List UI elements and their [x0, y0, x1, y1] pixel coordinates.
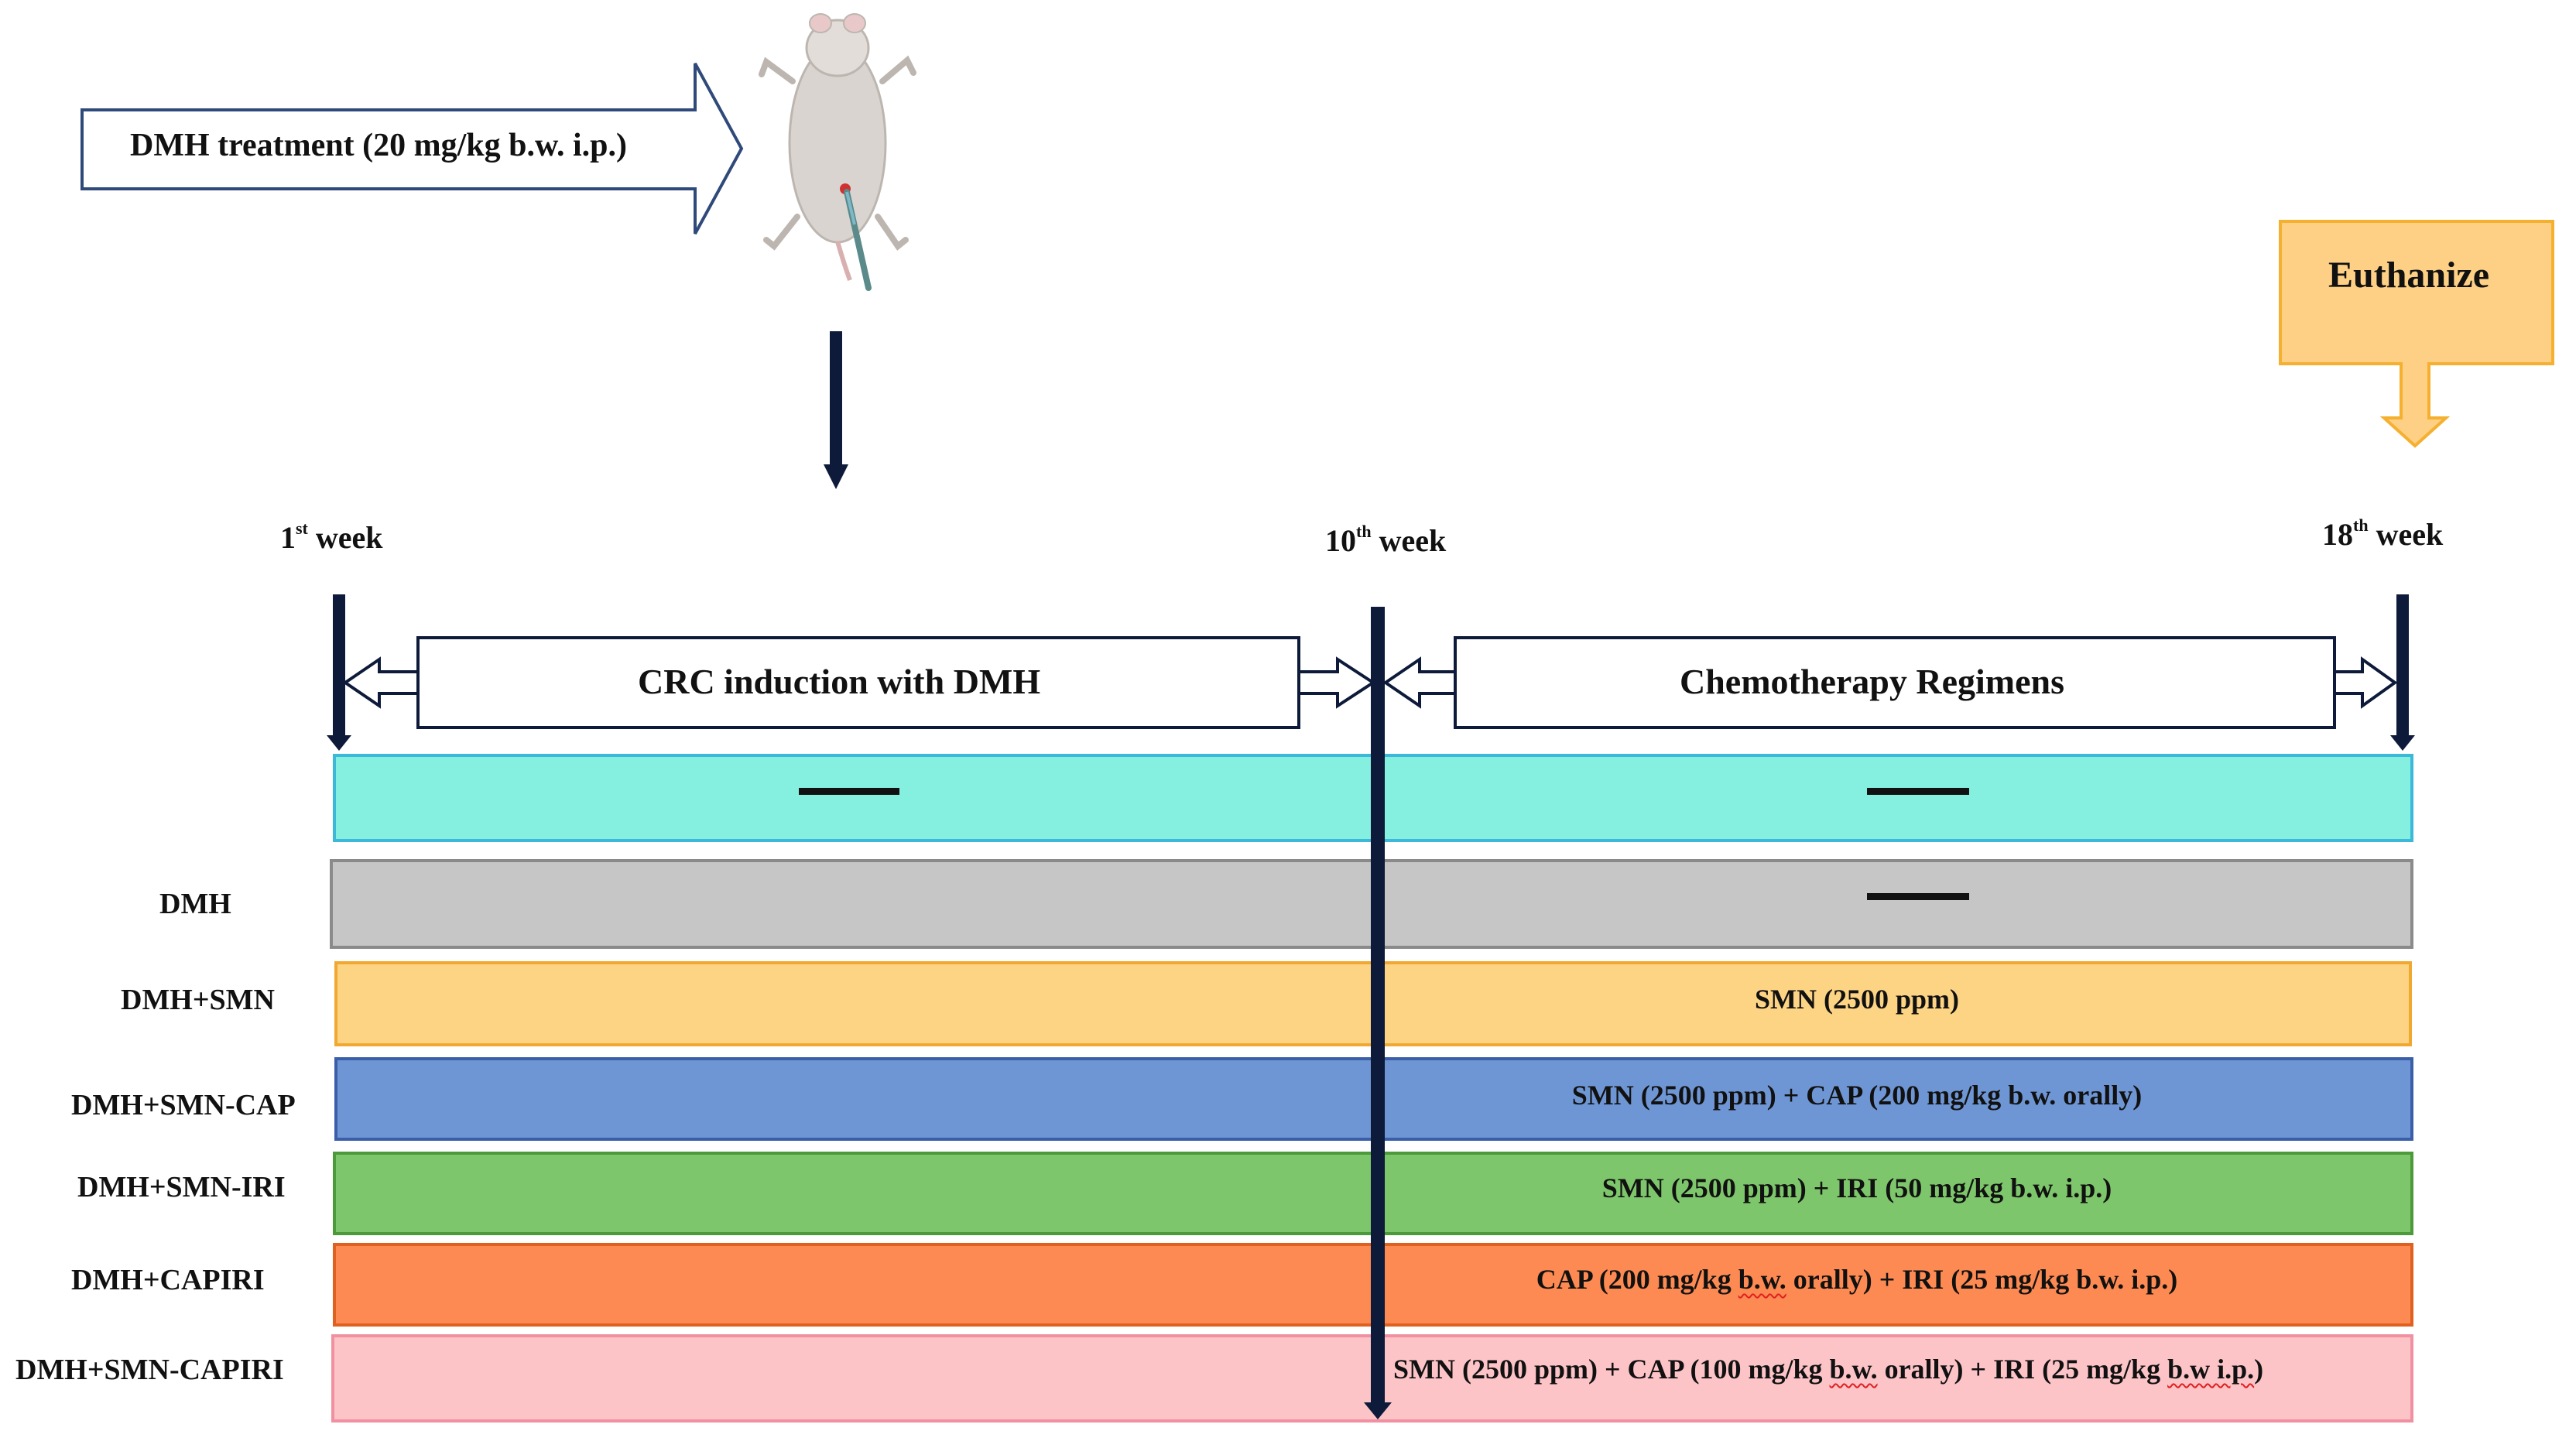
week10-marker [1364, 607, 1392, 1419]
week18-marker [2390, 594, 2415, 751]
group-label-dmh-smn-iri: DMH+SMN-IRI [77, 1171, 286, 1203]
treatment-dmh-smn-iri: SMN (2500 ppm) + IRI (50 mg/kg b.w. i.p.… [1601, 1173, 2112, 1203]
down-arrow-icon [824, 331, 848, 489]
control-chemo-dash [1867, 788, 1969, 795]
week10-label: 10th week [1325, 522, 1447, 558]
rat-injection-icon [759, 13, 916, 291]
treatment-dmh-capiri: CAP (200 mg/kg b.w. orally) + IRI (25 mg… [1536, 1264, 2178, 1295]
euthanize-label: Euthanize [2328, 255, 2490, 296]
induction-phase-label: CRC induction with DMH [638, 662, 1041, 701]
group-label-dmh: DMH [159, 888, 231, 920]
euthanize-callout [2279, 220, 2554, 448]
week1-marker [327, 594, 351, 751]
dmh-treatment-label: DMH treatment (20 mg/kg b.w. i.p.) [130, 128, 627, 163]
control-induction-dash [799, 788, 899, 795]
group-label-dmh-smn: DMH+SMN [121, 984, 275, 1016]
treatment-dmh-smn-cap: SMN (2500 ppm) + CAP (200 mg/kg b.w. ora… [1571, 1080, 2143, 1111]
group-label-dmh-smn-capiri: DMH+SMN-CAPIRI [15, 1354, 284, 1386]
week18-label: 18th week [2322, 515, 2444, 552]
group-label-dmh-smn-cap: DMH+SMN-CAP [71, 1089, 296, 1121]
chemo-phase-box [1382, 636, 2398, 729]
induction-phase-box [342, 636, 1376, 729]
dmh-treatment-arrow [80, 63, 744, 235]
treatment-dmh-smn: SMN (2500 ppm) [1754, 984, 1959, 1015]
dmh-chemo-dash [1867, 893, 1969, 900]
week1-label: 1st week [280, 519, 383, 555]
treatment-dmh-smn-capiri: SMN (2500 ppm) + CAP (100 mg/kg b.w. ora… [1393, 1354, 2264, 1385]
chemo-phase-label: Chemotherapy Regimens [1680, 662, 2064, 701]
group-label-dmh-capiri: DMH+CAPIRI [71, 1264, 265, 1296]
